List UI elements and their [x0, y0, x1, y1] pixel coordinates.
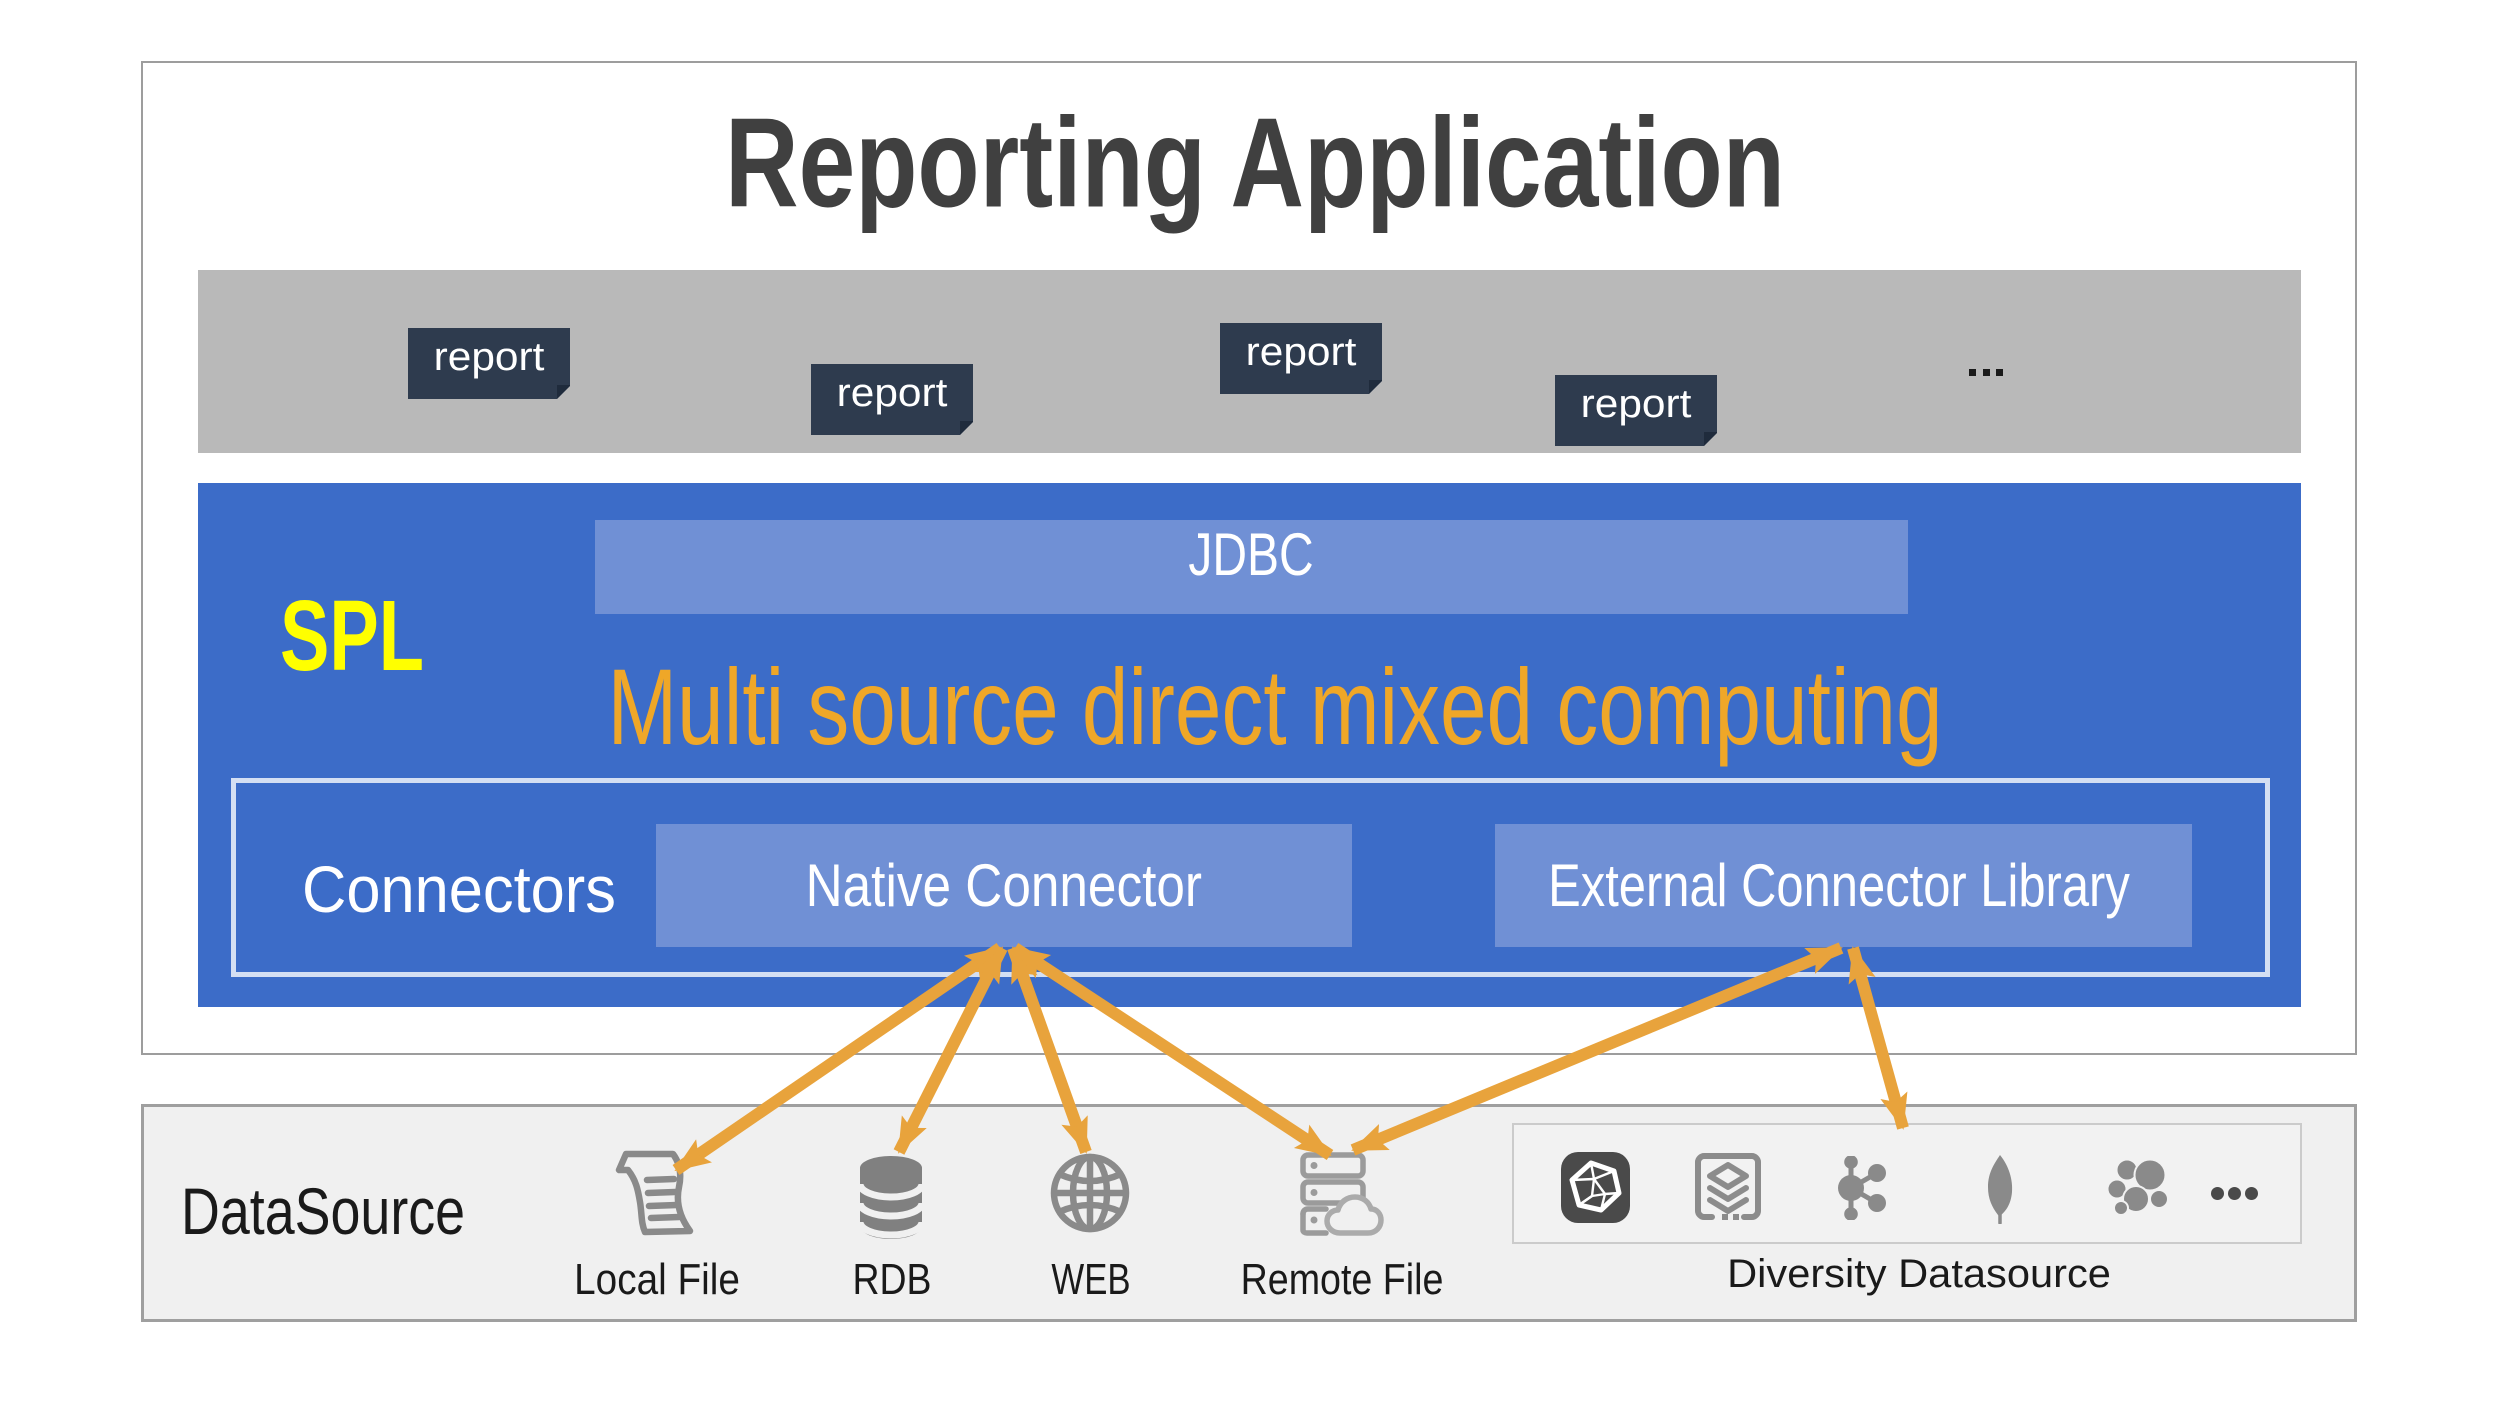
dot-icon — [1996, 369, 2003, 376]
jdbc-label: JDBC — [1188, 521, 1314, 588]
database-cylinder-icon — [858, 1156, 924, 1239]
report-tag-label: report — [433, 334, 545, 379]
ellipsis-more-reports-icon — [1969, 369, 2003, 376]
arrow-native-rdb — [893, 945, 1008, 1155]
report-band: report report report report — [198, 270, 2301, 453]
report-tag: report — [1220, 323, 1382, 394]
report-tag: report — [1555, 375, 1717, 446]
arrow-native-remotefile — [1011, 942, 1334, 1161]
multi-source-headline: Multi source direct mixed computing — [607, 646, 1943, 767]
web-label: WEB — [1051, 1255, 1131, 1304]
dot-icon — [2228, 1187, 2241, 1200]
dot-icon — [2245, 1187, 2258, 1200]
external-connector-library-box: External Connector Library — [1495, 824, 2192, 947]
report-tag: report — [811, 364, 973, 435]
dot-icon — [1982, 369, 1990, 376]
spl-label: SPL — [280, 580, 424, 692]
blob-cluster-icon — [2106, 1158, 2169, 1216]
report-tag-label: report — [1580, 381, 1692, 426]
server-cloud-icon — [1300, 1152, 1384, 1236]
local-file-label: Local File — [574, 1255, 740, 1304]
rdb-label: RDB — [852, 1255, 932, 1304]
arrow-external-diversity — [1847, 946, 1909, 1130]
external-connector-library-label: External Connector Library — [1547, 851, 2130, 919]
ellipsis-more-datasources-icon — [2211, 1187, 2258, 1200]
native-connector-box: Native Connector — [656, 824, 1352, 947]
report-tag-label: report — [1245, 329, 1357, 374]
spl-box: Native Connector External Connector Libr… — [198, 483, 2301, 1007]
globe-icon — [1050, 1153, 1130, 1233]
report-tag: report — [408, 328, 570, 399]
page-title: Reporting Application — [725, 91, 1785, 234]
native-connector-label: Native Connector — [805, 851, 1203, 919]
arrow-native-web — [1007, 945, 1092, 1155]
remote-file-label: Remote File — [1240, 1255, 1444, 1304]
datasource-label: DataSource — [181, 1174, 466, 1248]
dot-icon — [2211, 1187, 2224, 1200]
layer-stack-icon — [1695, 1153, 1761, 1220]
jdbc-bar — [595, 520, 1908, 614]
report-tag-label: report — [836, 370, 948, 415]
diversity-datasource-label: Diversity Datasource — [1727, 1252, 2111, 1296]
leaf-icon — [1988, 1155, 2013, 1224]
connectors-label: Connectors — [302, 852, 616, 926]
arrow-external-remotefile — [1350, 942, 1844, 1156]
polyhedron-app-icon — [1561, 1152, 1630, 1223]
dot-icon — [1969, 369, 1976, 376]
graph-network-icon — [1838, 1156, 1886, 1220]
